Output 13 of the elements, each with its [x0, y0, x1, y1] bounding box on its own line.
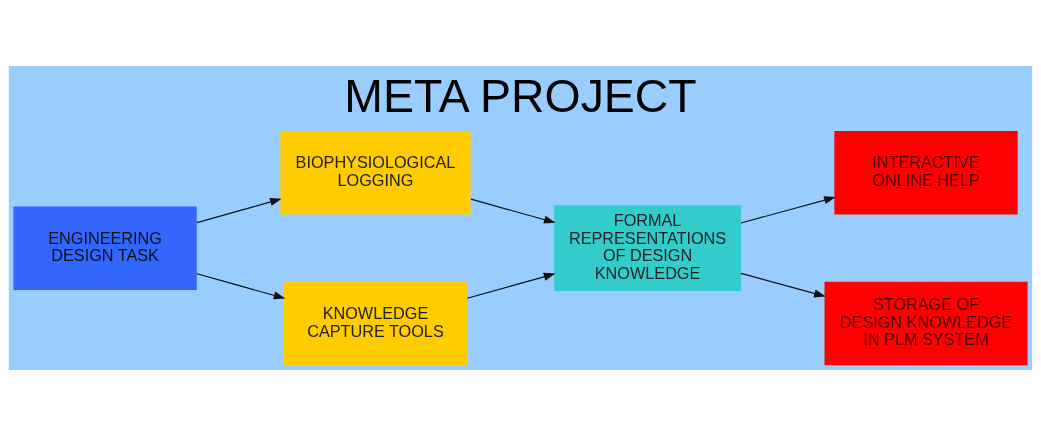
- arrow: [196, 197, 282, 223]
- arrow: [466, 272, 556, 299]
- node-box: INTERACTIVE ONLINE HELP: [834, 130, 1018, 214]
- node-box: ENGINEERING DESIGN TASK: [13, 205, 197, 290]
- node-box: STORAGE OF DESIGN KNOWLEDGE IN PLM SYSTEM: [824, 281, 1028, 365]
- arrow: [740, 195, 836, 224]
- diagram-title: META PROJECT: [344, 69, 697, 122]
- node-box: FORMAL REPRESENTATIONS OF DESIGN KNOWLEDGE: [554, 204, 741, 291]
- node-box: BIOPHYSIOLOGICAL LOGGING: [280, 130, 471, 214]
- arrow: [196, 272, 286, 299]
- arrow: [470, 198, 556, 224]
- node-box: KNOWLEDGE CAPTURE TOOLS: [283, 281, 468, 365]
- arrow: [740, 272, 826, 297]
